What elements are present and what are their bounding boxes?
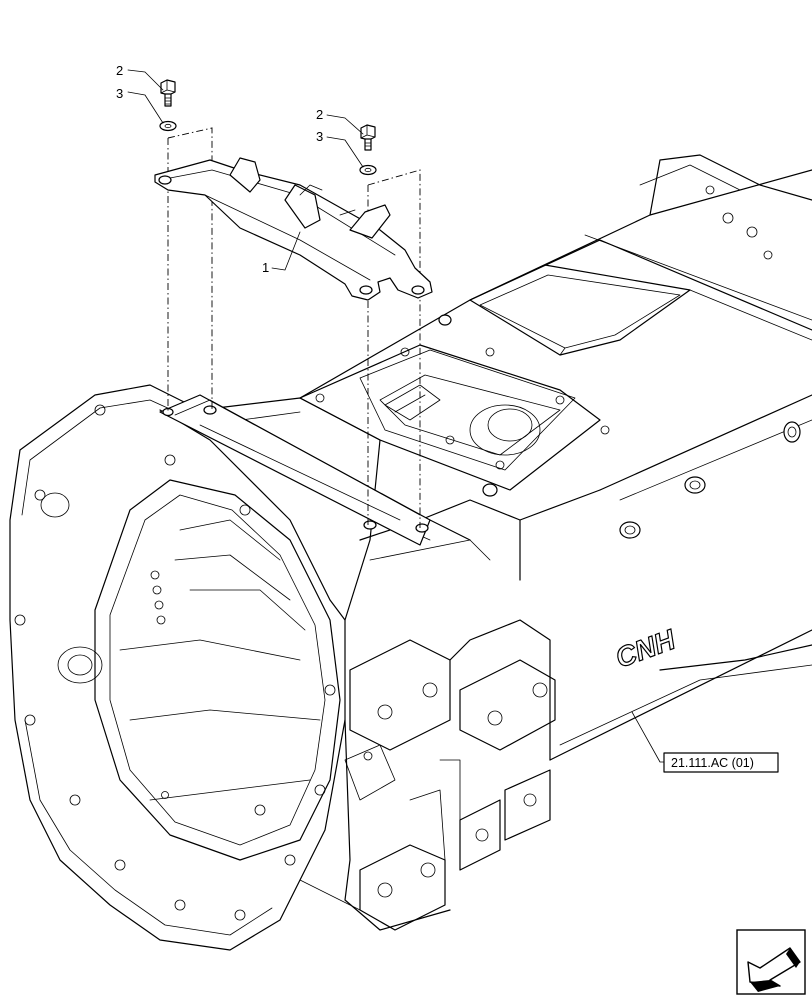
- callout-1: 1: [262, 231, 301, 275]
- cnh-casting-mark: CNH: [611, 623, 681, 674]
- bracket-part-1: [154, 157, 433, 301]
- bolt-left: [160, 79, 176, 107]
- flange-bolt-holes: [14, 404, 336, 921]
- callout-label: 3: [116, 86, 123, 101]
- callout-label: 2: [116, 63, 123, 78]
- reference-label: 21.111.AC (01): [671, 756, 754, 770]
- callout-3-left: 3: [116, 86, 164, 124]
- mounting-bosses: [344, 639, 556, 931]
- callout-label: 1: [262, 260, 269, 275]
- callout-label: 2: [316, 107, 323, 122]
- cnh-text: CNH: [611, 623, 679, 673]
- callout-2-left: 2: [116, 63, 164, 91]
- callout-label: 3: [316, 129, 323, 144]
- transmission-housing: CNH: [9, 154, 812, 951]
- side-bosses: [619, 185, 801, 539]
- mounting-rail: [159, 394, 431, 546]
- reference-box: [663, 752, 779, 773]
- washer-right: [359, 164, 377, 176]
- washer-left: [159, 120, 177, 132]
- reference-callout: 21.111.AC (01): [631, 711, 779, 773]
- view-direction-arrow-icon: [736, 929, 806, 995]
- callout-2-right: 2: [316, 107, 364, 135]
- bolt-right: [360, 124, 376, 151]
- callout-3-right: 3: [316, 129, 364, 168]
